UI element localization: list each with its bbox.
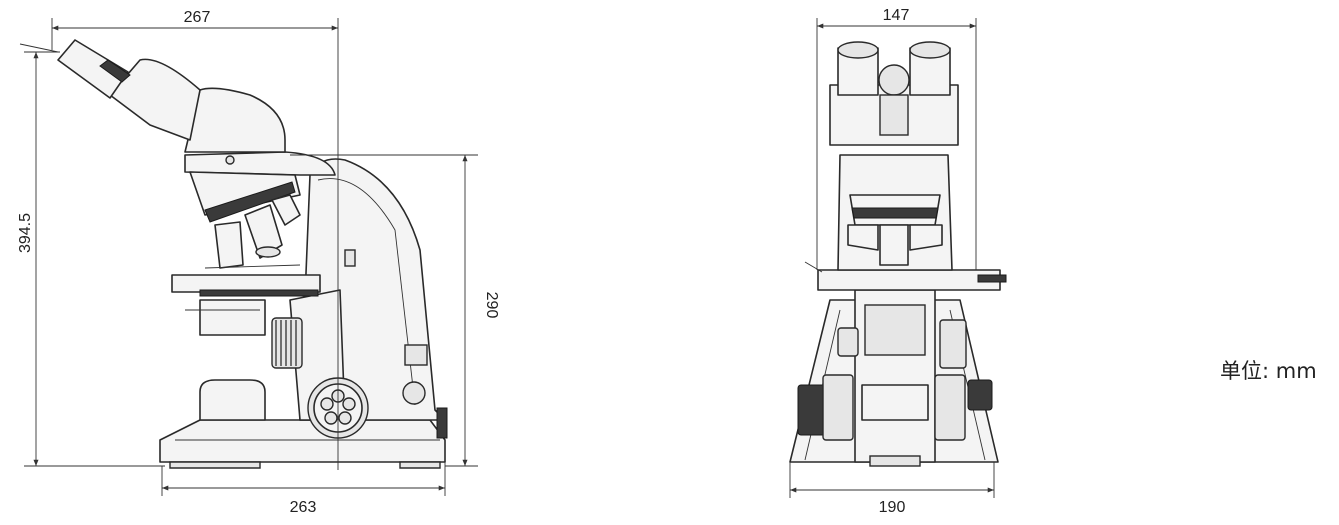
dim-side-base-label: 263 [290,499,317,516]
side-head [184,87,286,153]
dim-front-base-label: 190 [879,499,906,516]
side-view-microscope [57,39,448,469]
side-dimmer-knob [402,381,426,405]
dim-front-top-label: 147 [883,7,910,24]
side-top-arm [184,151,336,176]
dim-side-arm-label: 290 [483,292,500,319]
unit-label: 单位: mm [1220,359,1317,383]
dim-side-top-label: 267 [184,9,211,26]
side-eyepiece [57,39,129,99]
side-objective-1 [214,221,244,269]
side-condenser [199,299,266,336]
side-power-switch [404,344,428,366]
front-right-fine-knob [967,379,993,411]
side-focus-knob [271,317,303,369]
side-base [159,419,446,463]
side-dimension-lines [19,18,478,496]
side-objective-2 [244,204,283,259]
front-stage [817,269,1001,291]
front-left-coarse-knob [797,384,827,436]
side-lamp-housing [199,379,266,421]
dim-side-height-label: 394.5 [17,213,34,253]
front-view-microscope [789,41,1007,467]
side-stage [171,274,321,293]
front-dimension-lines [789,18,995,498]
